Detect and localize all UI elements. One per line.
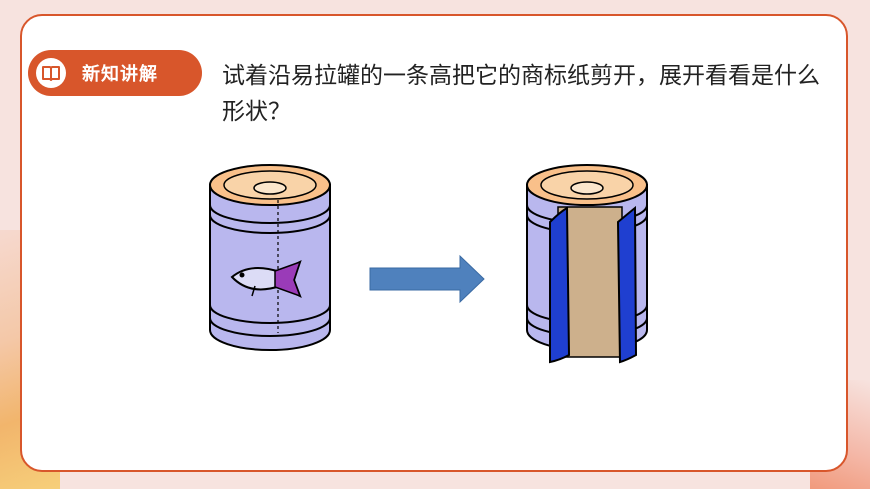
open-book-icon (36, 58, 66, 88)
section-badge: 新知讲解 (28, 50, 202, 96)
can-with-label (209, 164, 331, 351)
can-label-opened (526, 164, 648, 364)
right-arrow-icon (369, 254, 485, 304)
label-edge-left (549, 206, 571, 364)
section-badge-label: 新知讲解 (82, 64, 158, 85)
label-edge-right (616, 205, 638, 364)
question-text: 试着沿易拉罐的一条高把它的商标纸剪开，展开看看是什么形状？ (222, 63, 820, 125)
fish-icon (230, 260, 302, 299)
